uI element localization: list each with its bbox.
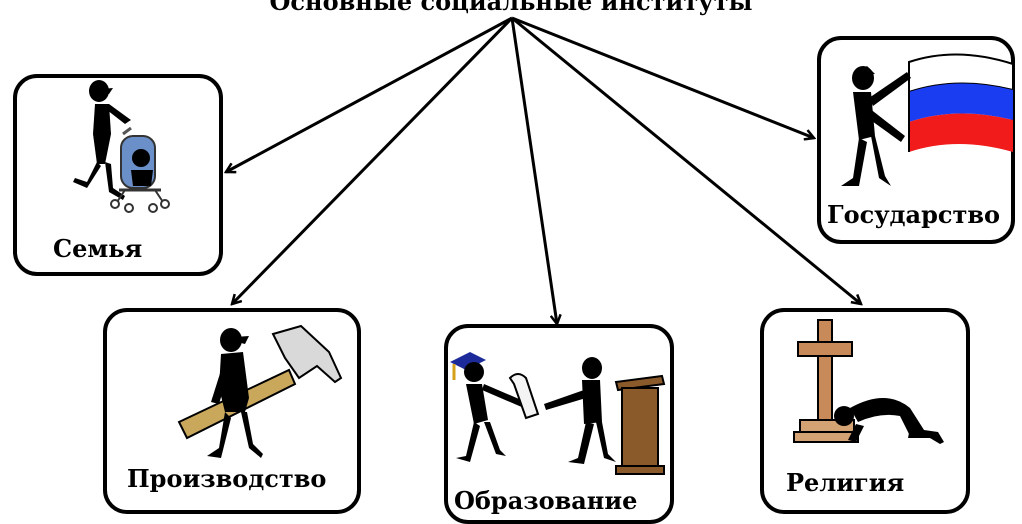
institution-label-family: Семья — [53, 234, 143, 263]
institution-label-production: Производство — [127, 464, 327, 493]
arrow-to-state — [511, 16, 814, 138]
institution-label-religion: Религия — [786, 468, 905, 497]
diagram-title: Основные социальные институты — [269, 0, 753, 16]
state-flag-icon — [841, 53, 1014, 186]
institution-label-state: Государство — [827, 200, 1001, 229]
arrow-to-religion — [511, 16, 861, 304]
graduation-diploma-icon — [450, 352, 666, 475]
institution-box-state: Государство — [817, 36, 1015, 244]
arrow-to-production — [232, 16, 514, 304]
worker-hammer-icon — [177, 324, 343, 458]
institution-box-education: Образование — [444, 324, 674, 524]
institution-box-family: Семья — [13, 74, 223, 276]
arrow-to-education — [510, 17, 557, 324]
religion-cross-prayer-icon — [793, 319, 944, 444]
family-stroller-icon — [73, 80, 170, 213]
institution-label-education: Образование — [454, 486, 638, 515]
arrow-to-family — [226, 16, 513, 172]
institution-box-religion: Религия — [760, 308, 970, 514]
institution-box-production: Производство — [103, 308, 361, 514]
